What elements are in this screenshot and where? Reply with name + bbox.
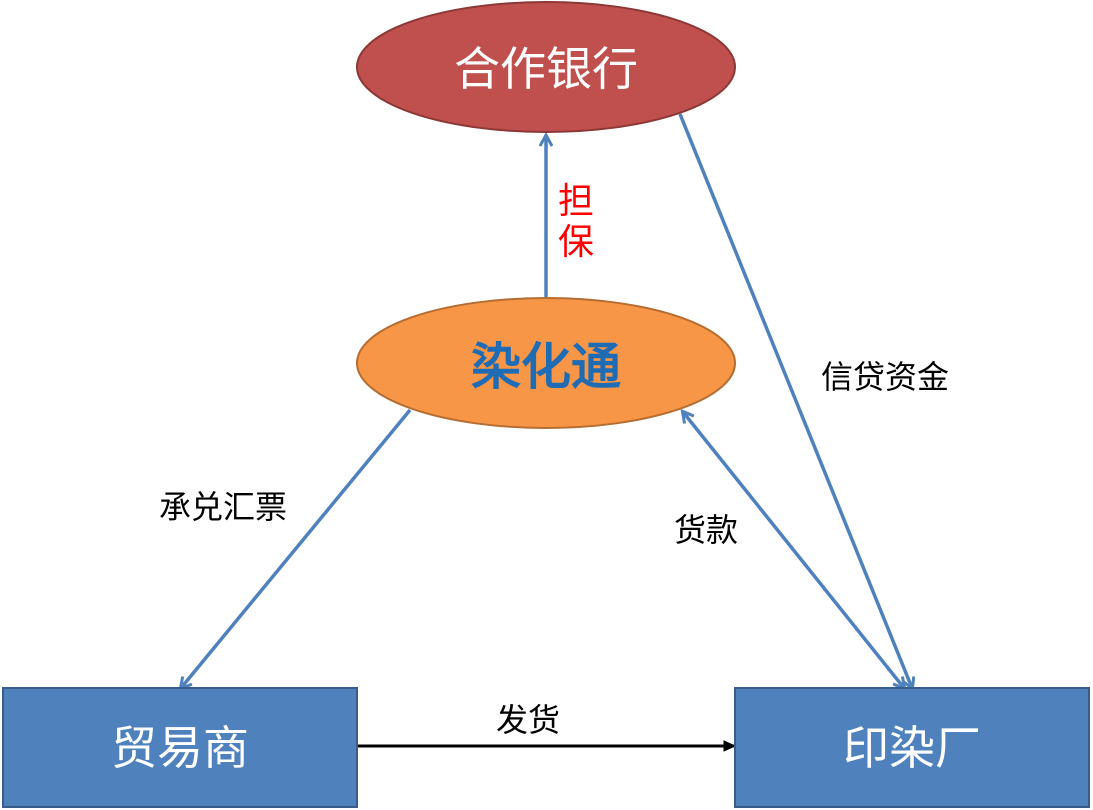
node-platform: 染化通	[356, 297, 736, 429]
guarantee-label-line2: 保	[558, 222, 594, 263]
bank-ellipse	[356, 1, 736, 133]
platform-ellipse	[356, 297, 736, 429]
node-trader: 贸易商	[2, 687, 358, 808]
guarantee-label-line1: 担	[558, 181, 594, 222]
factory-label: 印染厂	[843, 721, 981, 775]
bank-label: 合作银行	[454, 42, 638, 96]
node-factory: 印染厂	[734, 687, 1090, 808]
platform-label: 染化通	[471, 338, 621, 396]
credit-label: 信贷资金	[821, 358, 949, 396]
credit-arrow	[678, 113, 912, 688]
factory-box	[734, 687, 1090, 808]
payment-arrow	[683, 412, 904, 688]
acceptance-label: 承兑汇票	[159, 488, 287, 526]
shipment-label: 发货	[496, 701, 560, 739]
payment-label: 货款	[674, 511, 738, 549]
node-bank: 合作银行	[356, 1, 736, 133]
acceptance-arrow	[181, 408, 412, 688]
trader-label: 贸易商	[111, 721, 249, 775]
trader-box	[2, 687, 358, 808]
